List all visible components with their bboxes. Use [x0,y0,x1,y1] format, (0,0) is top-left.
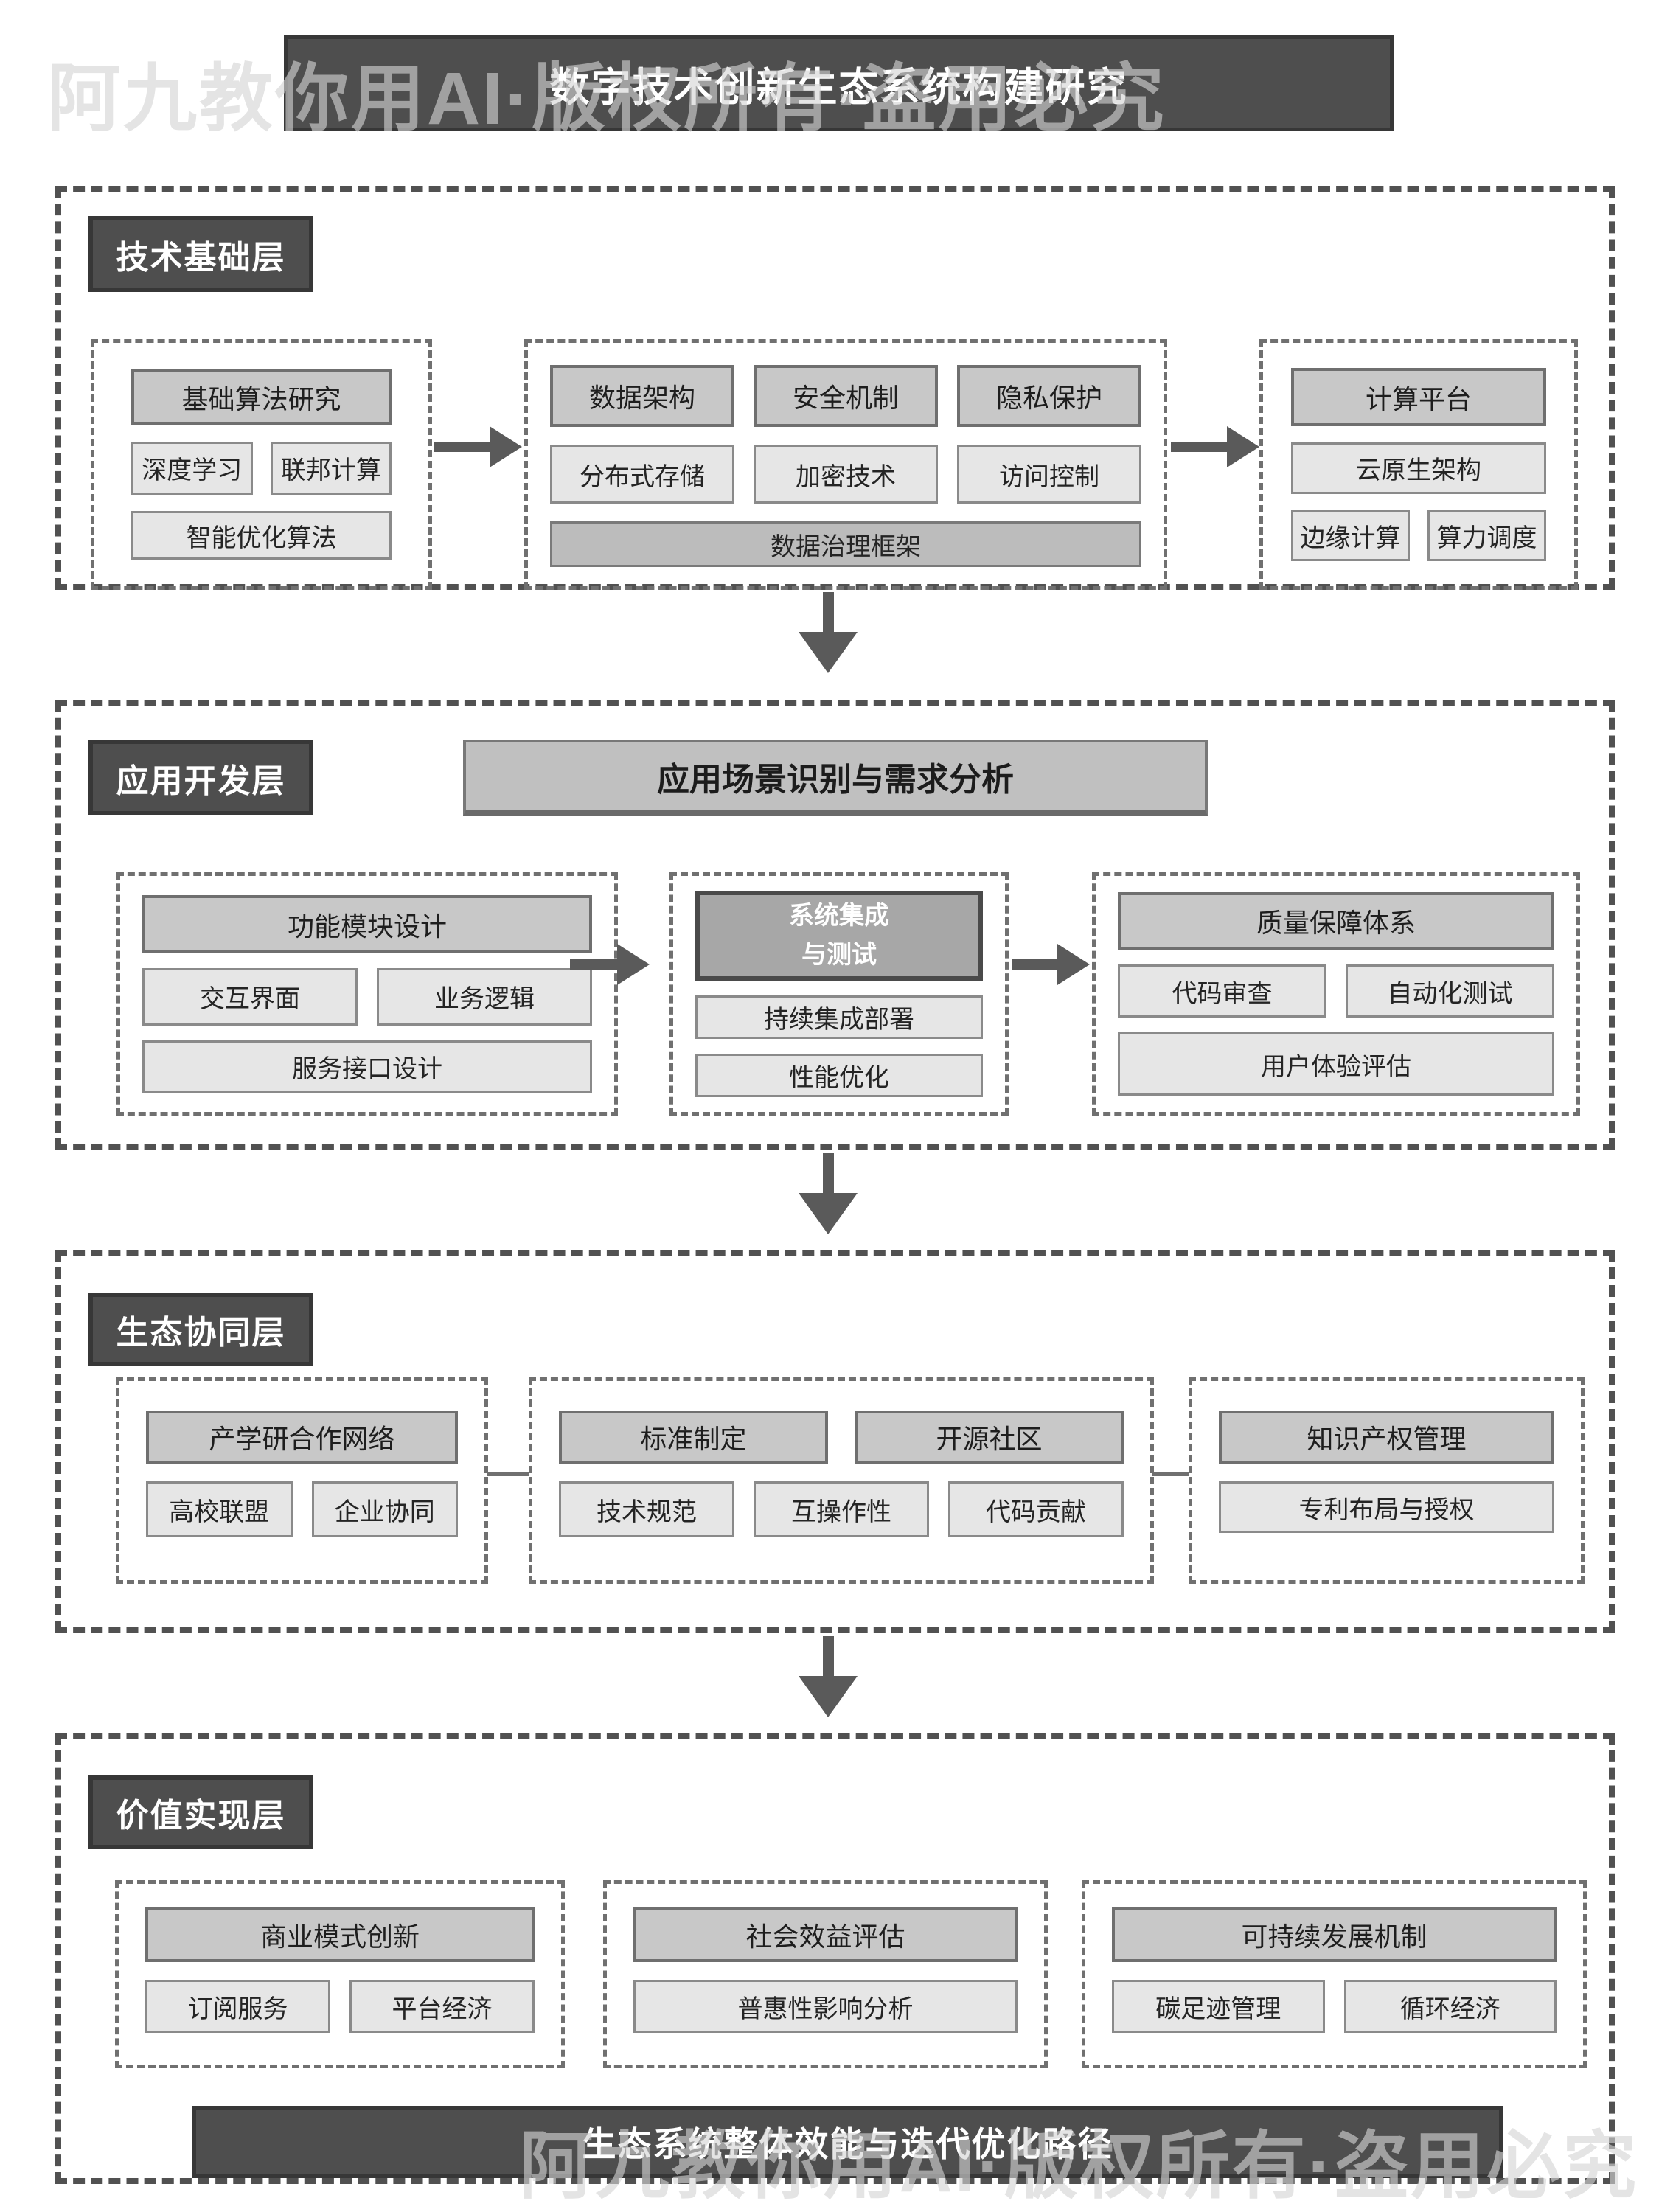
group-social-benefit: 社会效益评估 普惠性影响分析 [603,1880,1048,2068]
box-subscription-service: 订阅服务 [145,1980,330,2033]
box-deep-learning: 深度学习 [131,441,253,495]
group-function-modules: 功能模块设计 交互界面 业务逻辑 服务接口设计 [116,872,618,1116]
group-quality-assurance: 质量保障体系 代码审查 自动化测试 用户体验评估 [1092,872,1580,1116]
system-integration-line1: 系统集成 [789,902,889,931]
group-data-security-privacy: 数据架构 安全机制 隐私保护 分布式存储 加密技术 访问控制 数据治理框架 [524,339,1167,590]
group-standards-open-source: 标准制定 开源社区 技术规范 互操作性 代码贡献 [529,1377,1154,1584]
open-source-header: 开源社区 [855,1411,1124,1464]
layer3-label: 生态协同层 [88,1293,313,1366]
page-title: 数字技术创新生态系统构建研究 [284,35,1394,131]
layer-ecosystem-collaboration: 生态协同层 产学研合作网络 高校联盟 企业协同 标准制定 开源社区 技术规范 互… [55,1250,1615,1633]
box-interaction-ui: 交互界面 [142,968,358,1026]
connector-line [487,1472,529,1476]
group-basic-algorithms: 基础算法研究 深度学习 联邦计算 智能优化算法 [91,339,432,590]
box-federated-computing: 联邦计算 [270,441,392,495]
box-circular-economy: 循环经济 [1343,1980,1557,2033]
scenario-analysis-bar: 应用场景识别与需求分析 [463,740,1208,816]
box-automated-testing: 自动化测试 [1346,964,1554,1018]
system-integration-header: 系统集成 与测试 [695,891,983,981]
layer1-label: 技术基础层 [88,216,313,292]
layer-tech-foundation: 技术基础层 基础算法研究 深度学习 联邦计算 智能优化算法 数据架构 安全机制 … [55,186,1615,590]
sustainability-header: 可持续发展机制 [1112,1907,1557,1962]
box-business-logic: 业务逻辑 [377,968,592,1026]
box-encryption-tech: 加密技术 [754,445,938,504]
computing-platform-header: 计算平台 [1291,368,1546,427]
group-business-model: 商业模式创新 订阅服务 平台经济 [115,1880,565,2068]
box-compute-scheduling: 算力调度 [1427,509,1546,561]
box-code-review: 代码审查 [1118,964,1326,1018]
box-distributed-storage: 分布式存储 [550,445,734,504]
standards-header: 标准制定 [559,1411,828,1464]
box-code-contribution: 代码贡献 [948,1481,1124,1537]
arrow-down-icon [799,592,858,673]
group-system-integration: 系统集成 与测试 持续集成部署 性能优化 [669,872,1009,1116]
box-platform-economy: 平台经济 [349,1980,535,2033]
box-tech-specification: 技术规范 [559,1481,734,1537]
basic-algorithms-header: 基础算法研究 [131,369,392,425]
privacy-protection-header: 隐私保护 [957,365,1141,427]
box-service-interface-design: 服务接口设计 [142,1040,592,1093]
business-model-header: 商业模式创新 [145,1907,535,1962]
arrow-right-icon [1171,426,1259,467]
group-industry-academia-network: 产学研合作网络 高校联盟 企业协同 [116,1377,488,1584]
box-access-control: 访问控制 [957,445,1141,504]
cooperation-network-header: 产学研合作网络 [146,1411,458,1464]
box-interoperability: 互操作性 [754,1481,929,1537]
ip-management-header: 知识产权管理 [1219,1411,1554,1464]
layer-value-realization: 价值实现层 商业模式创新 订阅服务 平台经济 社会效益评估 普惠性影响分析 可持… [55,1733,1615,2184]
box-enterprise-synergy: 企业协同 [311,1481,458,1537]
box-performance-optimization: 性能优化 [695,1053,983,1097]
system-integration-line2: 与测试 [801,940,877,969]
box-data-governance-framework: 数据治理框架 [550,521,1141,567]
arrow-down-icon [799,1153,858,1234]
box-ci-cd: 持续集成部署 [695,995,983,1039]
quality-assurance-header: 质量保障体系 [1118,892,1554,950]
box-patent-layout-licensing: 专利布局与授权 [1219,1481,1554,1533]
group-sustainability: 可持续发展机制 碳足迹管理 循环经济 [1082,1880,1587,2068]
connector-line [1152,1472,1189,1476]
arrow-right-icon [570,944,650,985]
function-modules-header: 功能模块设计 [142,895,592,954]
arrow-right-icon [1012,944,1090,985]
layer4-label: 价值实现层 [88,1775,313,1849]
arrow-down-icon [799,1636,858,1717]
social-benefit-header: 社会效益评估 [633,1907,1018,1962]
layer-app-development: 应用开发层 应用场景识别与需求分析 功能模块设计 交互界面 业务逻辑 服务接口设… [55,700,1615,1150]
box-intelligent-optimization: 智能优化算法 [131,511,392,560]
arrow-right-icon [434,426,522,467]
data-architecture-header: 数据架构 [550,365,734,427]
layer2-label: 应用开发层 [88,740,313,815]
box-inclusive-impact-analysis: 普惠性影响分析 [633,1980,1018,2033]
box-university-alliance: 高校联盟 [146,1481,293,1537]
box-edge-computing: 边缘计算 [1291,509,1410,561]
bottom-banner: 生态系统整体效能与迭代优化路径 [192,2106,1503,2178]
box-carbon-footprint: 碳足迹管理 [1112,1980,1325,2033]
box-ux-evaluation: 用户体验评估 [1118,1032,1554,1096]
security-mechanism-header: 安全机制 [754,365,938,427]
group-ip-management: 知识产权管理 专利布局与授权 [1189,1377,1585,1584]
group-computing-platform: 计算平台 云原生架构 边缘计算 算力调度 [1259,339,1578,590]
box-cloud-native: 云原生架构 [1291,442,1546,494]
